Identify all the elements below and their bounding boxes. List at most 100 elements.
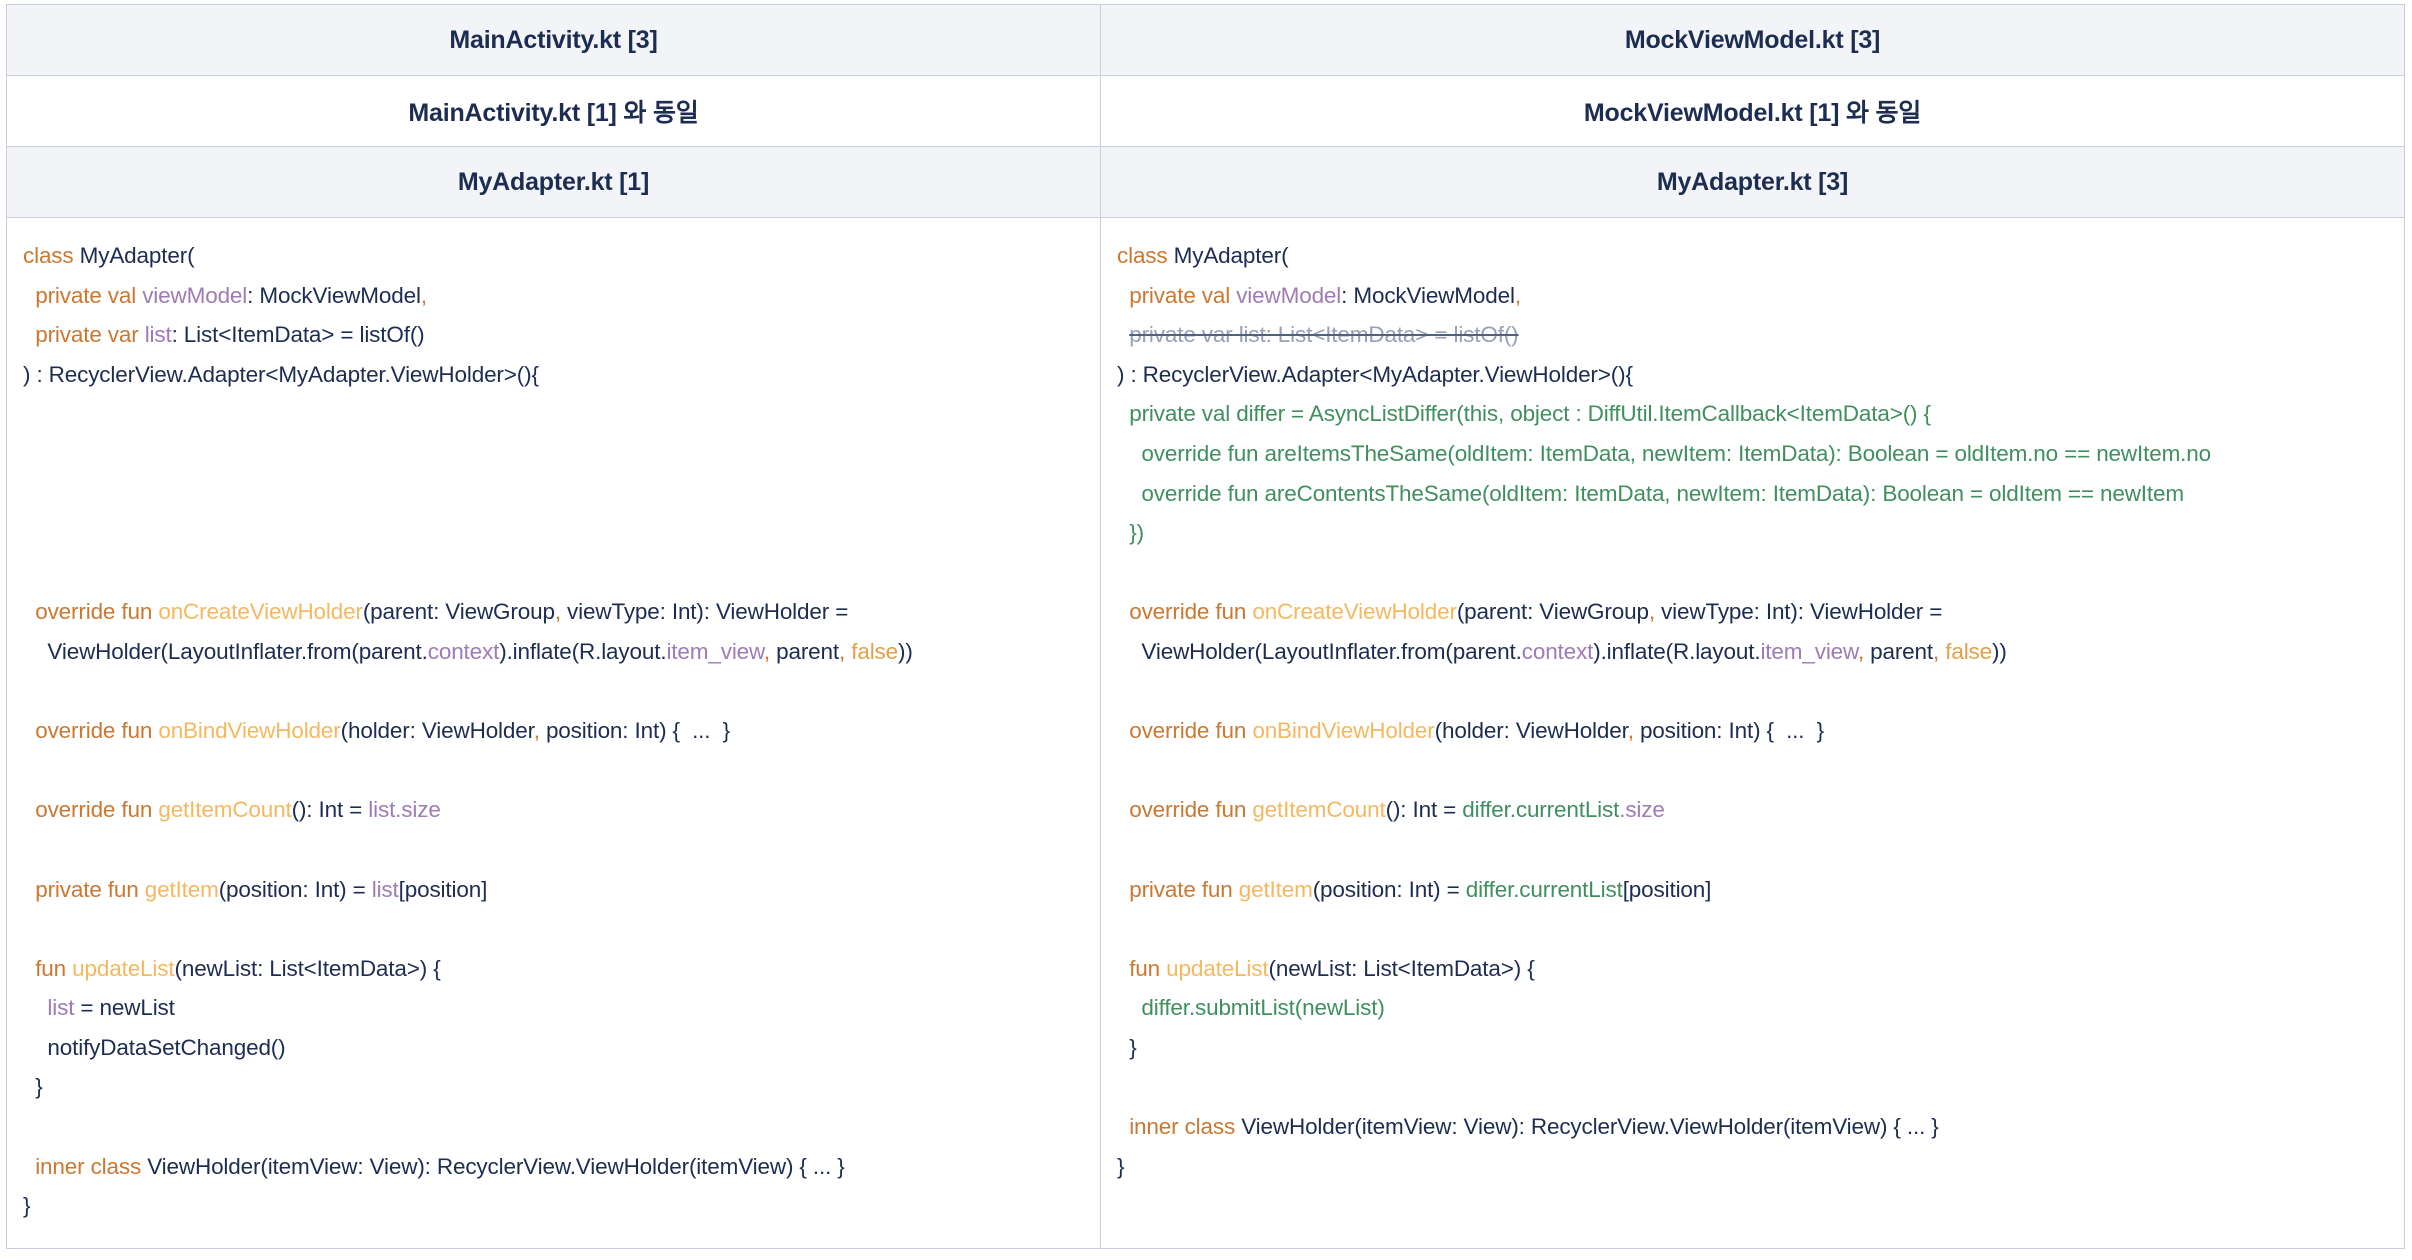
code-token-plain: viewType: Int): ViewHolder =	[560, 599, 849, 625]
code-line	[23, 751, 1084, 791]
code-token-plain	[1117, 283, 1129, 308]
code-token-comma: ,	[1627, 718, 1634, 744]
code-token-plain: : MockViewModel	[247, 282, 421, 308]
code-token-removed: private var list: List<ItemData> = listO…	[1129, 322, 1519, 348]
code-token-plain	[23, 1154, 35, 1179]
code-line: inner class ViewHolder(itemView: View): …	[1117, 1107, 2388, 1147]
code-token-plain: (position: Int) =	[1312, 876, 1466, 902]
code-token-added: differ.currentList	[1465, 876, 1623, 902]
code-token-plain: parent	[1864, 638, 1934, 664]
code-token-prop: viewModel	[142, 282, 248, 308]
code-token-comma: ,	[1933, 638, 1940, 664]
code-token-plain: MyAdapter(	[79, 243, 195, 268]
code-token-prop: list	[47, 995, 75, 1021]
code-line: }	[1117, 1028, 2388, 1068]
code-line: fun updateList(newList: List<ItemData>) …	[23, 949, 1084, 989]
code-token-prop: list	[144, 322, 172, 348]
code-line: class MyAdapter(	[1117, 236, 2388, 276]
code-token-plain: ) : RecyclerView.Adapter<MyAdapter.ViewH…	[1117, 361, 1633, 387]
code-token-plain: (parent: ViewGroup	[362, 599, 555, 625]
code-token-plain: ).inflate(R.layout.	[499, 638, 667, 664]
code-token-plain	[23, 956, 35, 981]
code-token-plain	[23, 797, 35, 822]
code-token-plain: (holder: ViewHolder	[340, 718, 534, 744]
code-line: override fun getItemCount(): Int = list.…	[23, 790, 1084, 830]
code-line: private var list: List<ItemData> = listO…	[23, 315, 1084, 355]
code-token-plain: ViewHolder(itemView: View): RecyclerView…	[147, 1153, 845, 1179]
code-token-plain: ) : RecyclerView.Adapter<MyAdapter.ViewH…	[23, 361, 539, 387]
code-line: notifyDataSetChanged()	[23, 1028, 1084, 1068]
code-token-fn: updateList	[72, 955, 175, 981]
code-token-kw: class	[23, 243, 80, 268]
code-token-comma: ,	[1514, 282, 1521, 308]
code-token-kw: override fun	[1129, 718, 1253, 744]
code-token-plain	[1117, 995, 1141, 1020]
code-token-plain: ViewHolder(LayoutInflater.from(parent.	[23, 638, 428, 664]
code-token-plain: }	[1117, 1153, 1125, 1179]
code-line	[23, 434, 1084, 474]
code-line: private var list: List<ItemData> = listO…	[1117, 315, 2388, 355]
code-token-plain: ))	[898, 638, 913, 664]
code-token-plain	[1117, 797, 1129, 822]
code-line: private fun getItem(position: Int) = dif…	[1117, 870, 2388, 910]
code-line	[23, 672, 1084, 712]
code-token-fn: onCreateViewHolder	[158, 599, 363, 625]
code-token-comma: ,	[420, 282, 427, 308]
code-token-comma: ,	[533, 718, 540, 744]
code-token-lit: false	[851, 638, 899, 664]
header-cell-mockviewmodel-same: MockViewModel.kt [1] 와 동일	[1100, 75, 2405, 147]
code-token-added: private val differ = AsyncListDiffer(thi…	[1129, 401, 1931, 427]
code-token-plain: (): Int =	[291, 797, 369, 823]
code-token-plain: : List<ItemData> = listOf()	[171, 322, 425, 348]
code-token-plain: ).inflate(R.layout.	[1593, 638, 1761, 664]
code-token-kw: private val	[35, 282, 143, 308]
header-cell-mainactivity-same: MainActivity.kt [1] 와 동일	[6, 75, 1101, 147]
code-token-plain	[1117, 718, 1129, 743]
header-row-2: MainActivity.kt [1] 와 동일 MockViewModel.k…	[6, 75, 2405, 147]
code-token-plain: (parent: ViewGroup	[1456, 599, 1649, 625]
table-body: MainActivity.kt [3] MockViewModel.kt [3]…	[6, 4, 2405, 1249]
code-line	[23, 909, 1084, 949]
code-line: ViewHolder(LayoutInflater.from(parent.co…	[23, 632, 1084, 672]
code-token-plain	[1117, 441, 1141, 466]
code-token-fn: onCreateViewHolder	[1252, 599, 1457, 625]
code-token-added: override fun areContentsTheSame(oldItem:…	[1141, 480, 2184, 506]
code-token-plain	[1117, 481, 1141, 506]
code-line	[23, 513, 1084, 553]
header-cell-myadapter-1: MyAdapter.kt [1]	[6, 146, 1101, 218]
code-token-kw: override fun	[1129, 599, 1253, 625]
code-token-kw: private fun	[35, 876, 145, 902]
code-line: override fun getItemCount(): Int = diffe…	[1117, 790, 2388, 830]
code-line: differ.submitList(newList)	[1117, 988, 2388, 1028]
code-line	[1117, 830, 2388, 870]
code-token-plain: (): Int =	[1385, 797, 1463, 823]
code-block-right: class MyAdapter( private val viewModel: …	[1117, 236, 2388, 1186]
code-line: }	[1117, 1147, 2388, 1187]
code-line: }	[23, 1186, 1084, 1226]
code-line	[1117, 672, 2388, 712]
code-token-kw: inner class	[1129, 1114, 1242, 1140]
code-token-plain: }	[23, 1074, 43, 1100]
code-token-prop: list	[371, 876, 399, 902]
code-token-fn: onBindViewHolder	[158, 718, 341, 744]
header-cell-mockviewmodel-3: MockViewModel.kt [3]	[1100, 4, 2405, 76]
code-token-added: override fun areItemsTheSame(oldItem: It…	[1141, 440, 2212, 466]
code-token-added: differ.submitList(newList)	[1141, 995, 1385, 1021]
code-cell-myadapter-3: class MyAdapter( private val viewModel: …	[1100, 217, 2405, 1249]
code-block-left: class MyAdapter( private val viewModel: …	[23, 236, 1084, 1226]
code-token-kw: fun	[1129, 955, 1167, 981]
code-token-kw: override fun	[35, 599, 159, 625]
header-cell-myadapter-3: MyAdapter.kt [3]	[1100, 146, 2405, 218]
code-token-added: differ.currentList	[1462, 797, 1620, 823]
code-line	[1117, 909, 2388, 949]
code-token-kw: override fun	[1129, 797, 1253, 823]
header-row-3: MyAdapter.kt [1] MyAdapter.kt [3]	[6, 146, 2405, 218]
code-token-plain: notifyDataSetChanged()	[23, 1034, 286, 1060]
code-line	[23, 394, 1084, 434]
code-row: class MyAdapter( private val viewModel: …	[6, 217, 2405, 1249]
code-line: override fun onCreateViewHolder(parent: …	[1117, 592, 2388, 632]
code-token-plain	[23, 877, 35, 902]
header-row-1: MainActivity.kt [3] MockViewModel.kt [3]	[6, 4, 2405, 76]
code-token-fn: getItem	[1238, 876, 1313, 902]
